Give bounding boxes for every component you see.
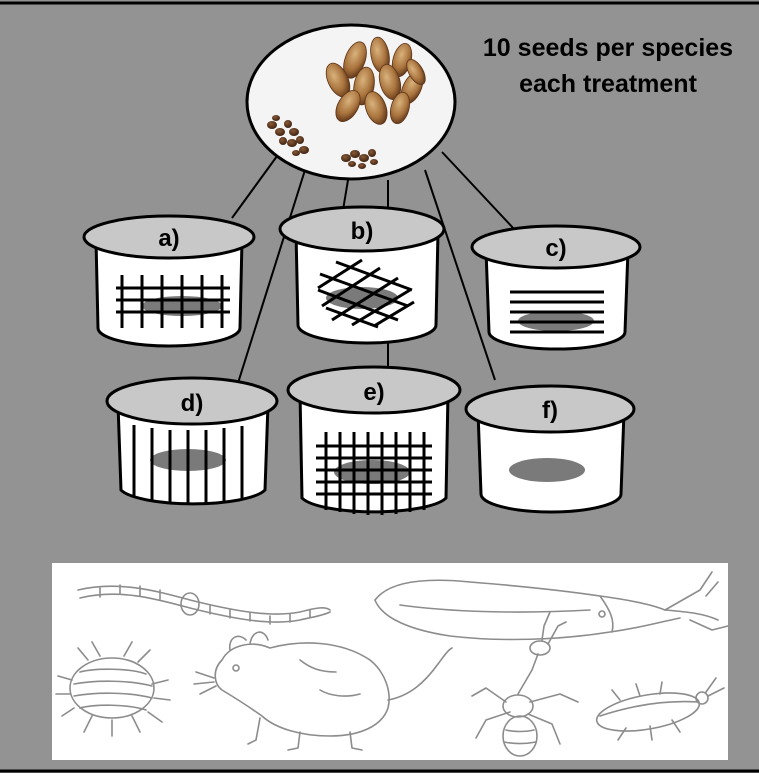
title-line-2: each treatment xyxy=(519,70,698,98)
seed-patch xyxy=(509,458,585,482)
container-label-f: f) xyxy=(542,397,558,424)
container-label-e: e) xyxy=(363,379,384,406)
seed-patch xyxy=(334,460,410,484)
animal-panel xyxy=(52,563,728,760)
container-c: c) xyxy=(472,226,640,349)
container-label-a: a) xyxy=(158,225,179,252)
container-label-c: c) xyxy=(545,235,566,262)
container-a: a) xyxy=(84,216,254,346)
container-e: e) xyxy=(288,367,460,515)
container-label-b: b) xyxy=(351,218,374,245)
title-line-1: 10 seeds per species xyxy=(483,34,733,62)
container-d: d) xyxy=(107,378,277,504)
seed-plate xyxy=(247,25,455,179)
container-label-d: d) xyxy=(181,390,204,417)
container-b: b) xyxy=(280,207,444,343)
container-f: f) xyxy=(466,386,634,512)
